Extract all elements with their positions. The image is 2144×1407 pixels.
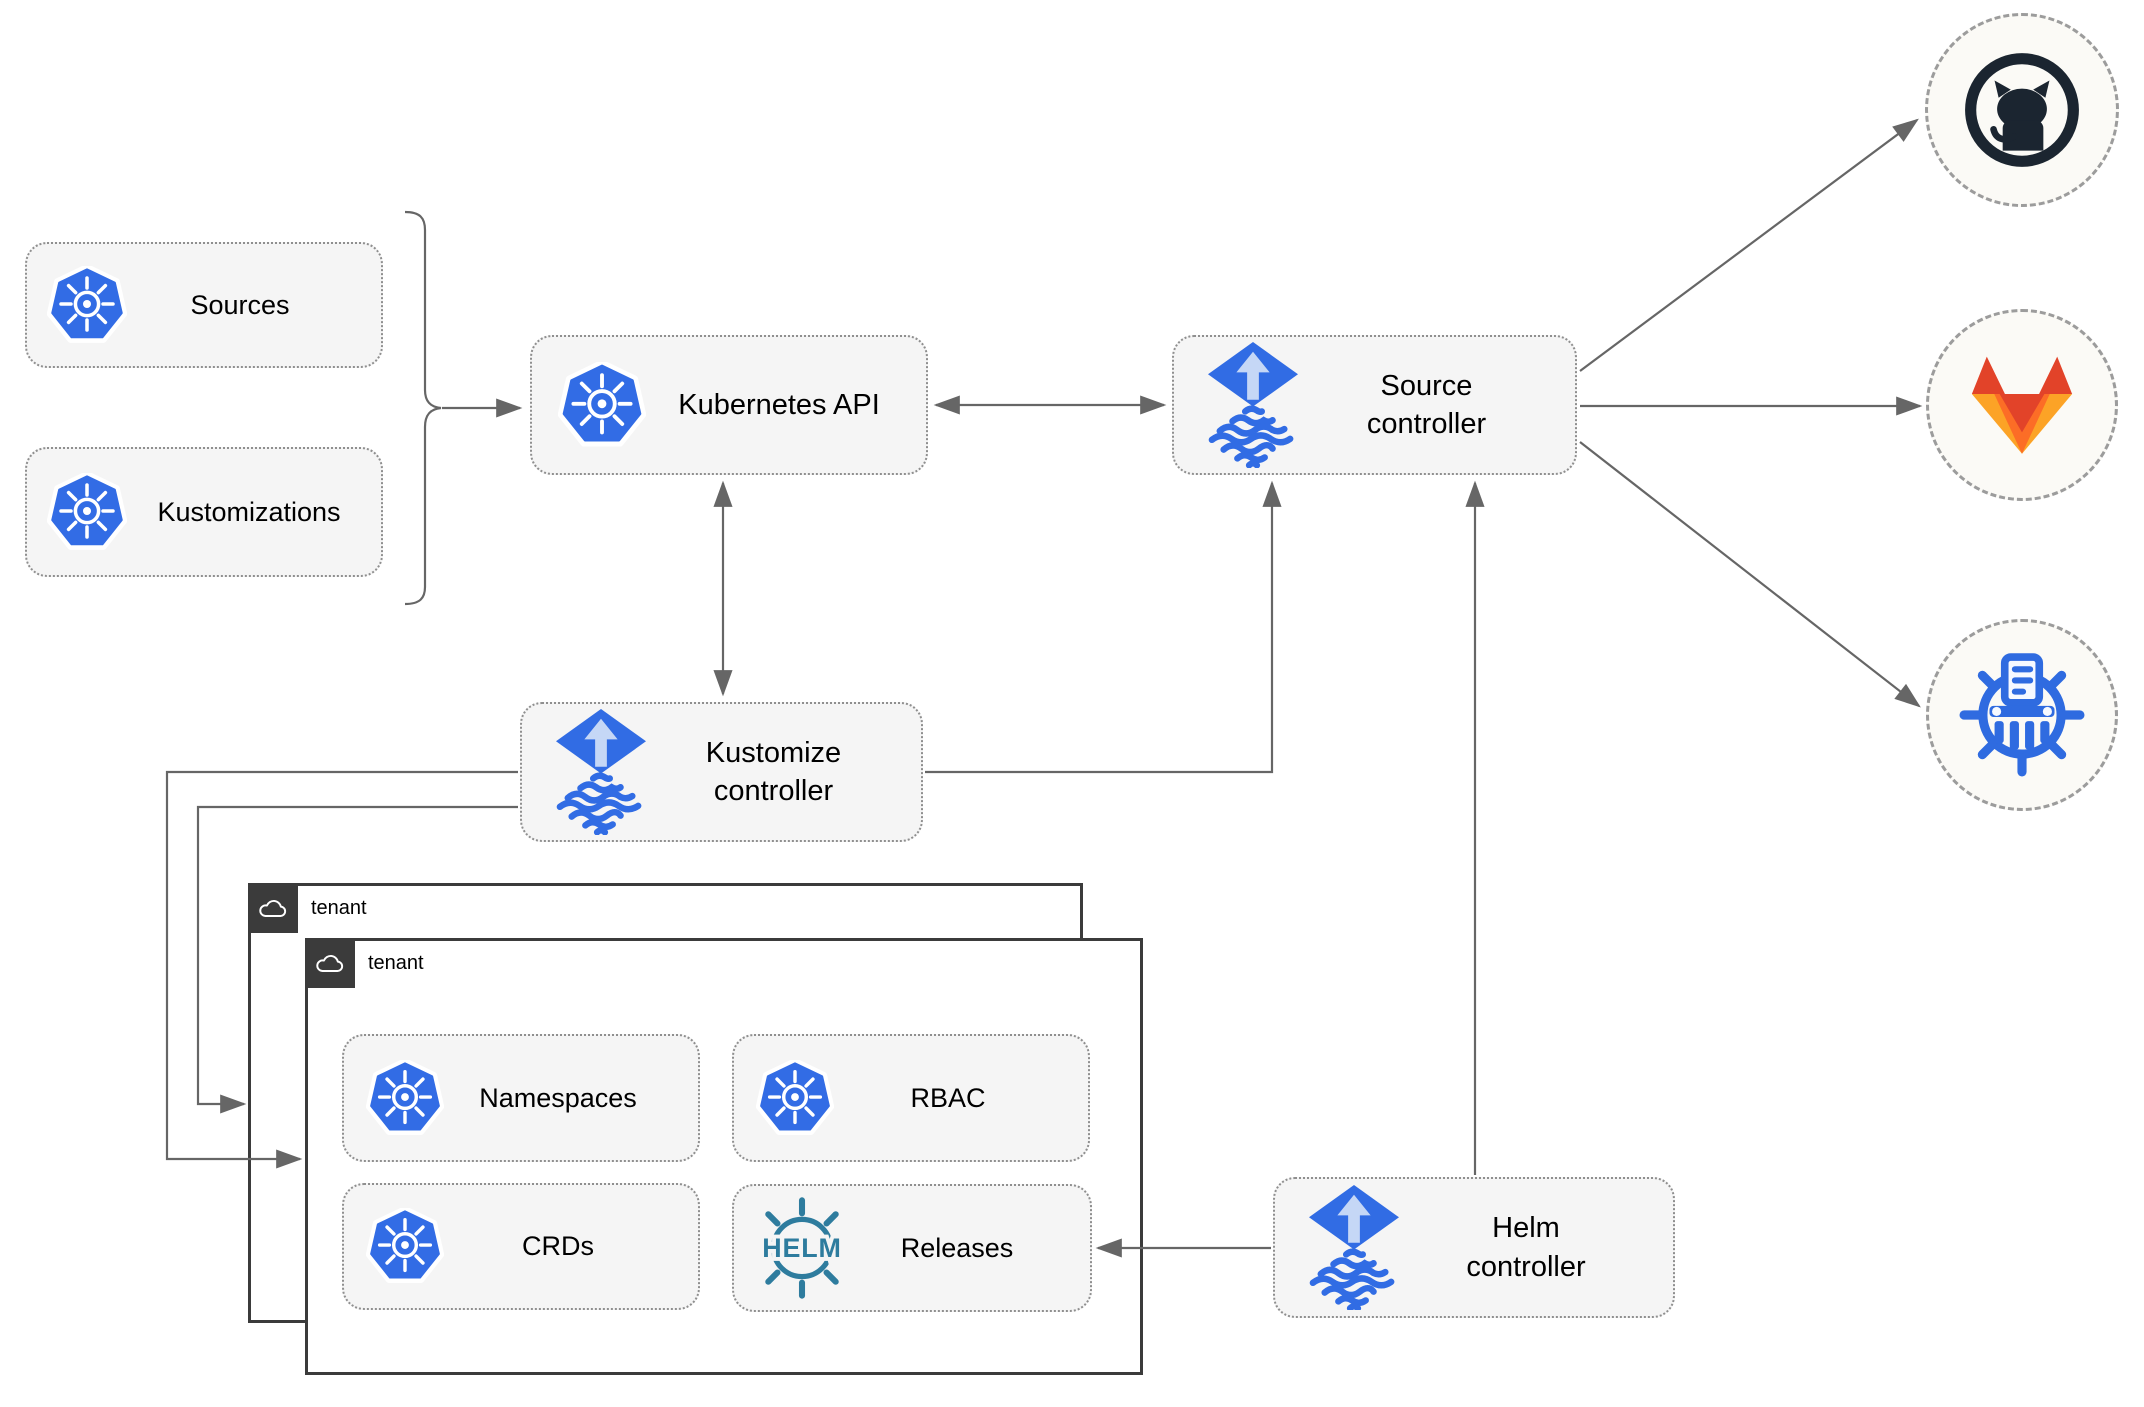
- cloud-icon: [305, 938, 355, 988]
- kubernetes-icon: [47, 472, 127, 551]
- container-registry-icon: [1959, 652, 2085, 778]
- node-kubernetes-api-label: Kubernetes API: [678, 388, 880, 421]
- node-sources-label: Sources: [190, 289, 290, 320]
- cloud-icon: [248, 883, 298, 933]
- kubernetes-icon: [47, 265, 127, 344]
- remote-gitlab: [1926, 309, 2118, 501]
- flux-icon: [1208, 342, 1298, 468]
- node-namespaces-label: Namespaces: [479, 1082, 637, 1113]
- node-kustomize-controller-label: Kustomize controller: [705, 736, 842, 807]
- tenant-label: tenant: [368, 951, 424, 974]
- brace: [404, 210, 442, 606]
- remote-container-registry: [1926, 619, 2118, 811]
- node-releases: HELM Releases: [732, 1184, 1092, 1312]
- svg-text:HELM: HELM: [762, 1233, 842, 1263]
- gitlab-icon: [1958, 346, 2086, 463]
- node-kustomizations-label: Kustomizations: [157, 496, 341, 527]
- github-icon: [1961, 49, 2083, 171]
- node-crds-label: CRDs: [522, 1231, 594, 1261]
- node-source-controller: Source controller: [1172, 335, 1577, 475]
- flux-icon: [556, 709, 646, 835]
- kubernetes-icon: [756, 1059, 834, 1136]
- node-kustomizations: Kustomizations: [25, 447, 383, 577]
- node-source-controller-label: Source controller: [1366, 369, 1487, 440]
- kubernetes-icon: [558, 361, 646, 448]
- node-kubernetes-api: Kubernetes API: [530, 335, 928, 475]
- node-helm-controller: Helm controller: [1273, 1177, 1675, 1318]
- node-namespaces: Namespaces: [342, 1034, 700, 1162]
- node-helm-controller-label: Helm controller: [1466, 1212, 1586, 1283]
- node-crds: CRDs: [342, 1183, 700, 1310]
- node-kustomize-controller: Kustomize controller: [520, 702, 923, 842]
- node-releases-label: Releases: [900, 1232, 1014, 1263]
- node-rbac: RBAC: [732, 1034, 1090, 1162]
- node-rbac-label: RBAC: [910, 1082, 986, 1113]
- kubernetes-icon: [366, 1208, 444, 1284]
- helm-icon: HELM: [750, 1196, 854, 1300]
- remote-github: [1925, 13, 2119, 207]
- node-sources: Sources: [25, 242, 383, 368]
- tenant-label: tenant: [311, 896, 367, 919]
- kubernetes-icon: [366, 1059, 444, 1136]
- flux-icon: [1309, 1184, 1399, 1311]
